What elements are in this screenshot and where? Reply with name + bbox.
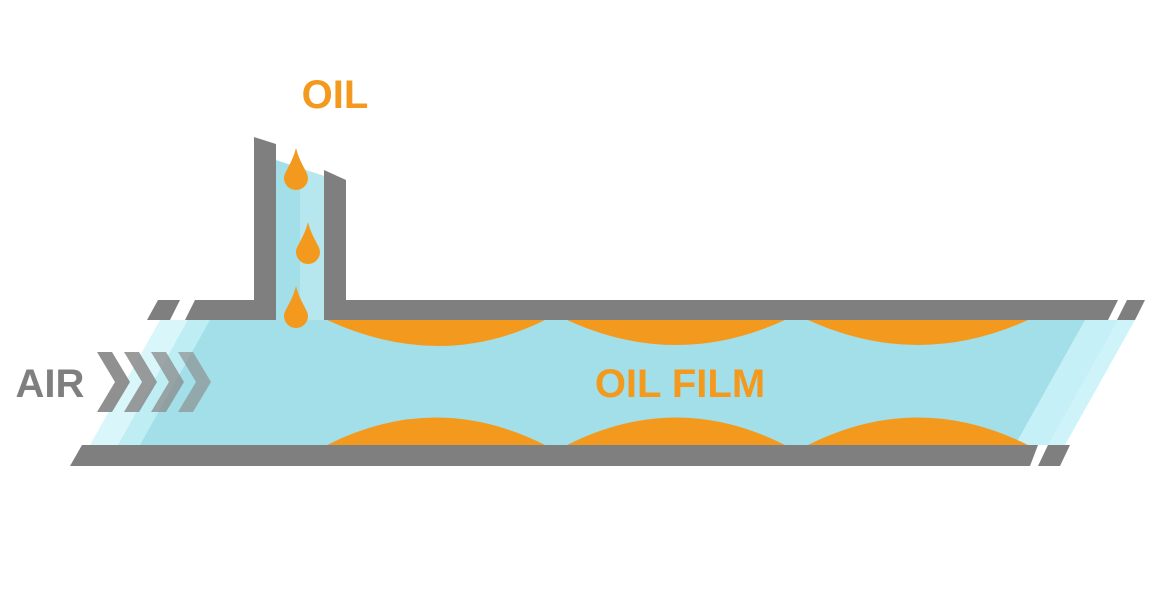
oil-film-blob (808, 320, 1028, 345)
air-label: AIR (16, 362, 85, 406)
bottom-wall-main (70, 445, 1038, 466)
air-channel-outlet-layer (1015, 320, 1135, 445)
air-channel (118, 320, 1118, 445)
bottom-wall-right-stub (1038, 445, 1070, 466)
tube-wall-left (254, 137, 276, 320)
oil-film-blob (808, 417, 1028, 445)
oil-label: OIL (302, 73, 369, 117)
oil-droplet-icon (284, 286, 308, 328)
oil-droplet-icon (284, 148, 308, 190)
air-flow-chevrons (97, 352, 211, 412)
top-wall-left (185, 300, 276, 320)
oil-film-blob (327, 320, 545, 346)
top-wall-main (324, 300, 1118, 320)
chevron-right-icon (178, 352, 211, 412)
oil-film-blob (567, 320, 785, 345)
chevron-right-icon (97, 352, 130, 412)
oil-film-blob (567, 417, 785, 445)
top-wall-left-stub (147, 300, 180, 320)
oil-film-label: OIL FILM (595, 362, 765, 406)
top-wall-right-stub (1117, 300, 1145, 320)
chevron-right-icon (151, 352, 184, 412)
tube-wall-right (324, 170, 346, 320)
oil-droplet-icon (296, 222, 320, 264)
chevron-right-icon (124, 352, 157, 412)
oil-film-blob (327, 417, 545, 445)
